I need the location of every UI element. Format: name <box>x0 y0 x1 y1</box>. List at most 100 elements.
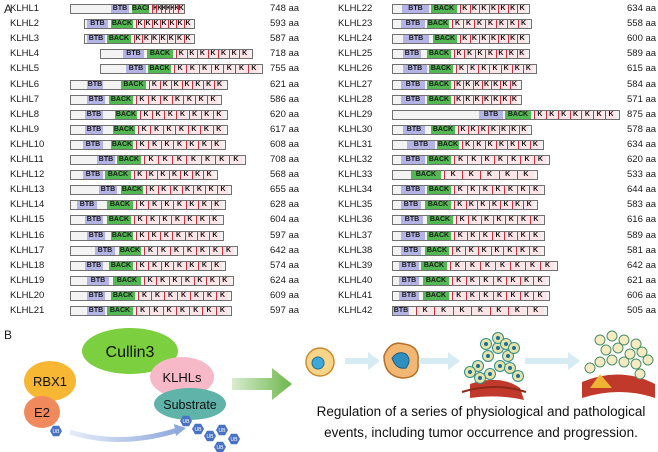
protein-name: KLHL20 <box>10 289 45 301</box>
kelch-repeat: K <box>507 35 517 44</box>
back-domain: BACK <box>111 291 135 300</box>
kelch-repeat: K <box>207 50 218 59</box>
cullin3-oval <box>82 328 178 374</box>
kelch-repeat: K <box>196 246 208 255</box>
kelch-repeat: K <box>469 35 479 44</box>
kelch-repeat: K <box>519 276 533 285</box>
protein-name: KLHL27 <box>338 78 373 90</box>
kelch-repeat: K <box>188 110 200 119</box>
protein-length: 558 aa <box>627 18 657 30</box>
tumor-cell-nucleus <box>478 376 482 380</box>
kelch-repeat: K <box>208 231 220 240</box>
kelch-repeat: K <box>509 95 518 104</box>
kelch-repeat: K <box>158 216 171 225</box>
protein-length: 875 aa <box>627 108 657 120</box>
kelch-repeat: K <box>478 125 488 134</box>
kelch-repeat: K <box>460 35 469 44</box>
back-domain: BACK <box>427 95 451 104</box>
kelch-repeat: K <box>175 35 183 44</box>
kelch-repeat: K <box>529 246 541 255</box>
kelch-repeat: K <box>465 276 479 285</box>
kelch-repeat: K <box>184 20 191 29</box>
protein-name: KLHL10 <box>10 138 45 150</box>
ub-transfer-arrowhead <box>174 424 186 436</box>
protein-name: KLHL8 <box>10 108 40 120</box>
kelch-repeat: K <box>519 291 533 300</box>
back-domain: BACK <box>427 50 451 59</box>
kelch-repeat: K <box>450 261 464 270</box>
kelch-repeat: K <box>164 5 171 13</box>
kelch-repeat: K <box>180 171 191 180</box>
kelch-repeat: K <box>479 231 491 240</box>
protein-length: 586 aa <box>270 93 300 105</box>
btb-domain: BTB <box>97 156 115 164</box>
kelch-repeat: K <box>214 80 224 89</box>
kelch-repeat: K <box>474 20 484 29</box>
protein-length: 589 aa <box>627 229 657 241</box>
kelch-repeat: K <box>198 201 210 210</box>
kelch-repeat: K <box>156 276 168 285</box>
protein-name: KLHL13 <box>10 184 45 196</box>
protein-length: 593 aa <box>270 18 300 30</box>
kelch-repeat: K <box>480 261 494 270</box>
kelch-repeat: K <box>168 276 181 285</box>
kelch-repeat: K <box>140 110 152 119</box>
ubiquitin-label: UB <box>207 434 215 440</box>
kelch-repeat: K <box>186 50 197 59</box>
protein-length: 533 aa <box>627 169 657 181</box>
kelch-repeat: K <box>526 307 544 315</box>
kelch-repeat: K <box>511 65 522 74</box>
kelch-repeat: K <box>488 35 498 44</box>
tumor-cell-nucleus <box>468 370 472 374</box>
kelch-repeat: K <box>145 171 157 180</box>
normal-cell-icon <box>305 347 335 377</box>
kelch-repeat: K <box>492 291 506 300</box>
ubiquitin-hexagon <box>216 424 228 436</box>
protein-name: KLHL15 <box>10 214 45 226</box>
kelch-repeat: K <box>200 110 212 119</box>
kelch-repeat: K <box>209 246 221 255</box>
kelch-repeat: K <box>468 125 478 134</box>
btb-domain: BTB <box>401 156 425 164</box>
kelch-repeat: K <box>500 95 509 104</box>
kelch-repeat: K <box>516 231 529 240</box>
protein-row: KLHL1BTBBACKKKKKKKK748 aa <box>0 2 658 16</box>
kelch-repeat: K <box>198 261 210 270</box>
kelch-repeat: K <box>157 186 169 195</box>
kelch-repeat: K <box>529 231 541 240</box>
kelch-repeat: K <box>216 291 228 300</box>
metastatic-cell <box>600 344 612 356</box>
kelch-repeat: K <box>184 231 196 240</box>
metastatic-cell <box>636 346 648 358</box>
metastatic-cell <box>584 362 596 374</box>
kelch-repeat: K <box>160 5 167 13</box>
kelch-repeat: K <box>491 95 500 104</box>
protein-name: KLHL31 <box>338 138 373 150</box>
btb-domain: BTB <box>401 231 425 240</box>
kelch-repeat: K <box>185 261 198 270</box>
tumor-cell-nucleus <box>506 354 510 358</box>
kelch-repeat: K <box>190 291 202 300</box>
kelch-repeat: K <box>144 246 156 255</box>
kelch-repeat: K <box>136 261 148 270</box>
protein-length: 642 aa <box>270 244 300 256</box>
e2-oval <box>24 396 60 428</box>
kelch-repeat: K <box>454 201 465 210</box>
ubiquitin-label: UB <box>53 429 61 435</box>
protein-name: KLHL18 <box>10 259 45 271</box>
btb-domain: BTB <box>85 216 103 225</box>
kelch-repeat: K <box>518 140 529 149</box>
btb-domain: BTB <box>402 5 429 13</box>
